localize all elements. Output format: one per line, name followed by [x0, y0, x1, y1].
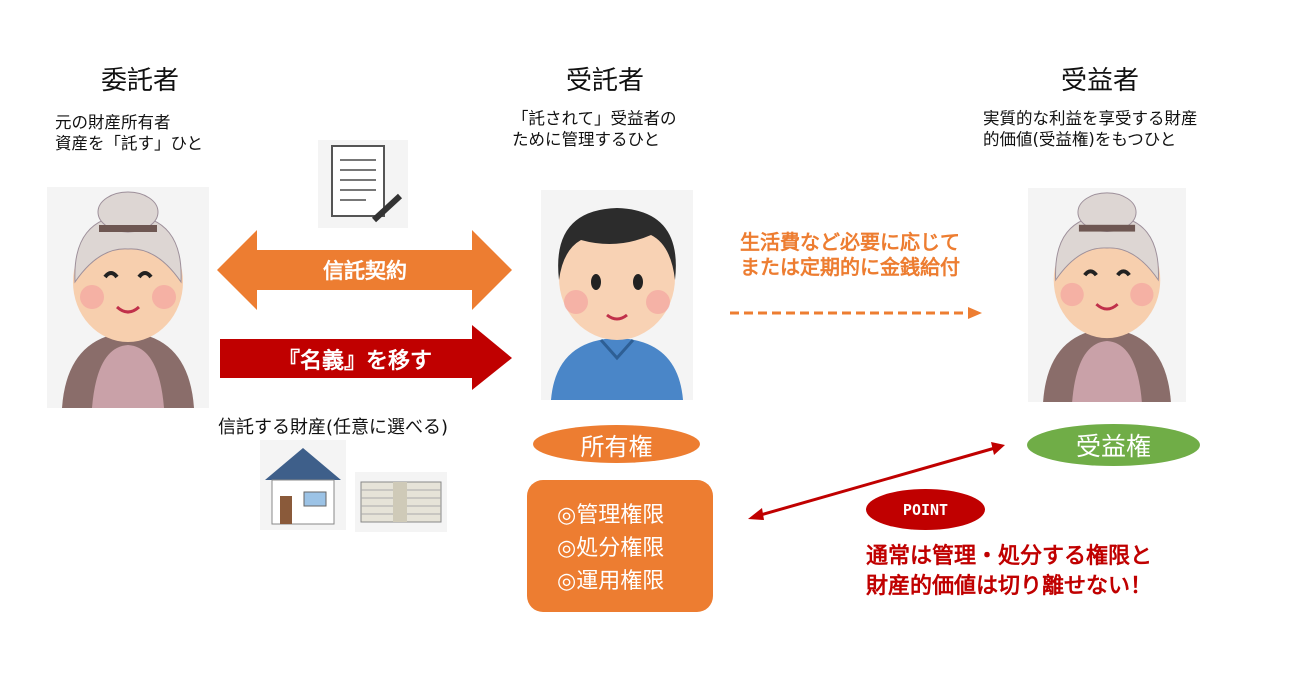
payment-line: または定期的に金銭給付	[740, 255, 960, 279]
house-icon	[260, 440, 346, 530]
money-stack-icon	[355, 472, 447, 532]
contract-label: 信託契約	[323, 259, 407, 283]
transfer-label: 『名義』を移す	[277, 349, 432, 374]
separation-double-arrow	[748, 442, 1005, 520]
point-text-line: 財産的価値は切り離せない！	[866, 574, 1153, 599]
beneficiary-desc-line: 実質的な利益を享受する財産	[983, 109, 1198, 128]
contract-double-arrow	[217, 230, 512, 310]
beneficiary-desc: 実質的な利益を享受する財産 的価値(受益権)をもつひと	[983, 108, 1198, 150]
trustee-desc: 「託されて」受益者の ために管理するひと	[512, 108, 677, 150]
ownership-badge: 所有権	[533, 425, 700, 463]
beneficiary-desc-line: 的価値(受益権)をもつひと	[983, 130, 1177, 149]
grandma-illustration	[47, 187, 209, 408]
point-text-line: 通常は管理・処分する権限と	[866, 544, 1153, 569]
trustee-desc-line: ために管理するひと	[512, 130, 661, 149]
transfer-arrow	[220, 325, 512, 390]
contract-document-icon	[318, 140, 408, 228]
beneficial-right-badge: 受益権	[1027, 424, 1200, 466]
point-badge: POINT	[866, 489, 985, 530]
payment-line: 生活費など必要に応じて	[740, 230, 960, 254]
trustee-desc-line: 「託されて」受益者の	[512, 109, 677, 128]
settlor-desc-line: 資産を「託す」ひと	[55, 134, 204, 153]
beneficiary-illustration	[1028, 188, 1186, 402]
payment-dashed-arrow	[730, 307, 982, 319]
power-item: ◎処分権限	[557, 536, 665, 561]
power-item: ◎運用権限	[557, 569, 665, 594]
settlor-desc-line: 元の財産所有者	[55, 113, 171, 132]
property-label: 信託する財産(任意に選べる)	[218, 417, 449, 438]
settlor-desc: 元の財産所有者 資産を「託す」ひと	[55, 112, 203, 154]
beneficiary-title: 受益者	[1060, 66, 1139, 96]
trustee-powers-box: ◎管理権限 ◎処分権限 ◎運用権限	[527, 480, 713, 612]
point-text: 通常は管理・処分する権限と 財産的価値は切り離せない！	[866, 542, 1152, 602]
settlor-title: 委託者	[100, 66, 179, 96]
arrows	[217, 230, 512, 390]
power-item: ◎管理権限	[557, 503, 665, 528]
trustee-title: 受託者	[565, 66, 644, 96]
payment-label: 生活費など必要に応じて または定期的に金銭給付	[740, 230, 960, 280]
trustee-illustration	[541, 190, 693, 400]
